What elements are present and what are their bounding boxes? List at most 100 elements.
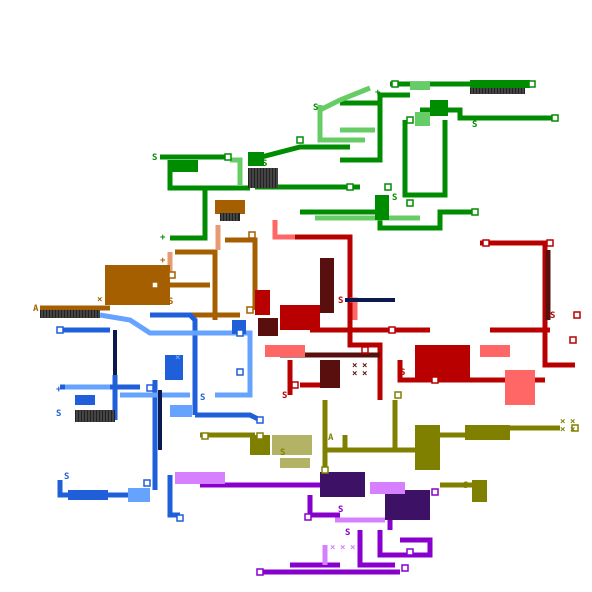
corridor-blue (195, 412, 262, 423)
node-marker (291, 381, 299, 389)
cross-marker: × (352, 361, 357, 371)
node-marker (304, 513, 312, 521)
room-olive (465, 425, 510, 440)
start-marker: S (392, 193, 397, 203)
corridor-pink (272, 220, 295, 240)
room-red (255, 290, 270, 315)
node-marker (431, 376, 439, 384)
corridor-green (249, 144, 350, 163)
node-marker (406, 199, 414, 207)
hatched-room-fill (470, 88, 525, 94)
corridor-purple (307, 495, 340, 518)
room-pink (505, 370, 535, 405)
room-lilac (370, 482, 405, 494)
node-marker (569, 336, 577, 344)
cross-marker: × (175, 353, 180, 363)
start-marker: S (56, 409, 61, 419)
room-green (430, 100, 448, 116)
corridor-green (340, 100, 383, 163)
corridor-green (340, 92, 410, 106)
corridor-lightgreen (317, 105, 365, 143)
room-green (168, 160, 198, 172)
node-marker (256, 432, 264, 440)
start-marker: S (345, 528, 350, 538)
room-green-hatched (248, 168, 278, 188)
start-marker: S (168, 297, 173, 307)
node-marker (256, 416, 264, 424)
node-marker (151, 281, 159, 289)
room-brown (105, 265, 170, 305)
room-olive (472, 480, 487, 502)
start-marker: A (33, 304, 39, 314)
node-marker (388, 326, 396, 334)
corridor-red (290, 234, 353, 300)
node-marker (346, 183, 354, 191)
node-marker (551, 114, 559, 122)
start-marker: S (152, 153, 157, 163)
hatched-room-fill (40, 310, 100, 318)
start-marker: + (160, 256, 166, 266)
start-marker: S (200, 393, 205, 403)
room-brown (215, 200, 245, 214)
node-marker (246, 306, 254, 314)
map-rooms (40, 80, 535, 520)
node-marker (571, 424, 579, 432)
node-marker (401, 564, 409, 572)
node-marker (573, 311, 581, 319)
start-marker: S (280, 448, 285, 458)
node-marker (546, 239, 554, 247)
room-maroon (320, 258, 334, 313)
corridor-red (397, 360, 545, 383)
node-marker (236, 329, 244, 337)
corridor-purple (357, 530, 395, 568)
node-marker (146, 384, 154, 392)
corridor-blue (150, 312, 198, 415)
corridor-lightblue (215, 375, 253, 398)
room-olive (415, 425, 440, 470)
start-marker: + (375, 88, 381, 98)
start-marker: S (550, 311, 555, 321)
start-marker: S (338, 505, 343, 515)
room-green (248, 152, 264, 166)
corridor-green (402, 120, 448, 198)
room-brown-hatched (220, 213, 240, 221)
corridor-lightgreen (230, 157, 243, 185)
node-marker (482, 239, 490, 247)
node-marker (224, 153, 232, 161)
start-marker: S (472, 120, 477, 130)
node-marker (168, 271, 176, 279)
cross-marker: × (350, 543, 355, 553)
room-lightgreen (410, 82, 430, 90)
node-marker (406, 116, 414, 124)
room-pink (265, 345, 305, 357)
room-pink (480, 345, 510, 357)
start-marker: S (400, 368, 405, 378)
room-blue (165, 355, 183, 380)
start-marker: A (328, 433, 334, 443)
cross-marker: × (97, 295, 102, 305)
room-violet (320, 472, 365, 497)
start-marker: S (262, 159, 267, 169)
room-green (470, 80, 530, 88)
room-lightblue (170, 405, 192, 417)
cross-marker: × (560, 417, 565, 427)
cross-marker: × (362, 361, 367, 371)
cross-marker: × (340, 543, 345, 553)
room-brown-hatched (40, 310, 100, 318)
cross-marker: × (570, 417, 575, 427)
node-marker (248, 231, 256, 239)
room-blue (75, 395, 95, 405)
corridor-lightgreen (318, 85, 371, 113)
start-marker: + (56, 385, 62, 395)
corridor-green (170, 188, 208, 241)
cross-marker: × (560, 425, 565, 435)
room-lightgreen (415, 112, 430, 126)
node-marker (431, 488, 439, 496)
corridor-brown (225, 237, 258, 310)
room-olivelight (272, 435, 312, 455)
corridor-brown (175, 249, 218, 320)
room-maroon (258, 318, 278, 336)
node-marker (391, 80, 399, 88)
room-maroon (320, 360, 340, 388)
